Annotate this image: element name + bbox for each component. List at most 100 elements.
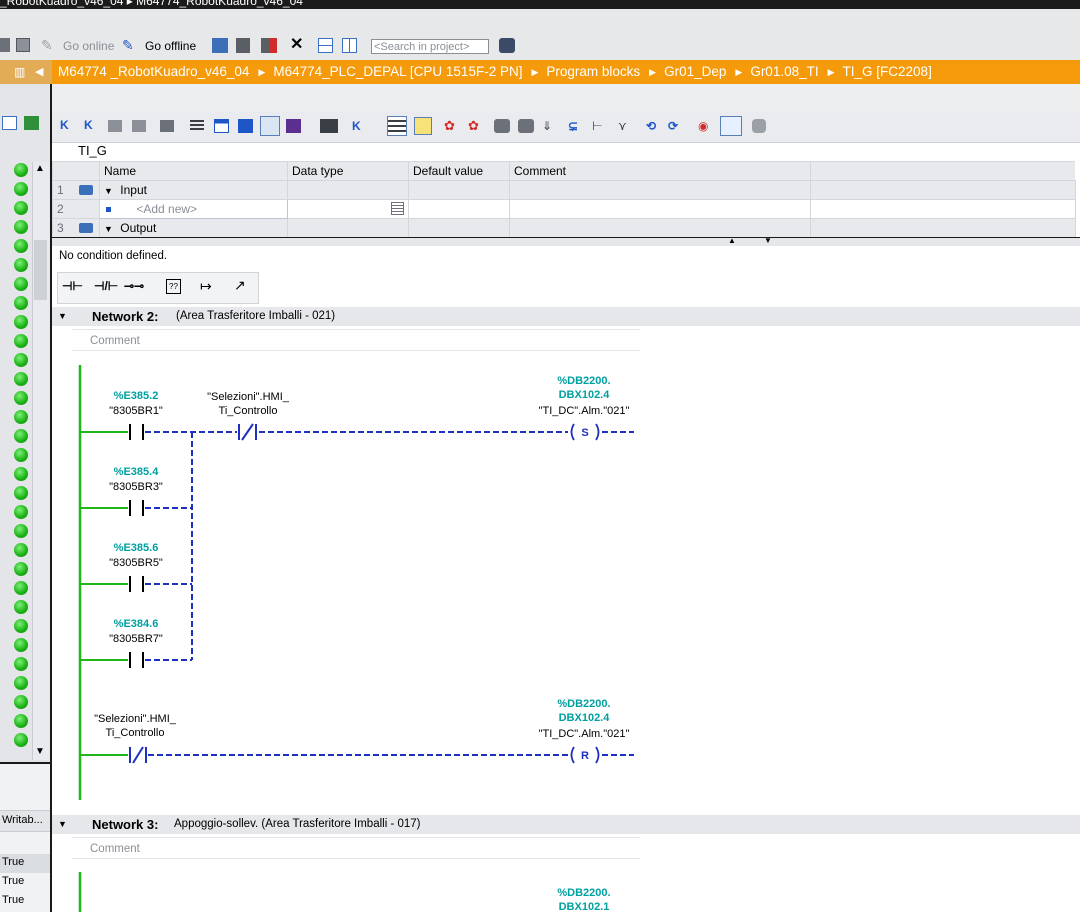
branch-icon[interactable] xyxy=(160,120,174,132)
empty-box-icon[interactable]: ?? xyxy=(166,279,181,294)
nc-contact-symbol-cont[interactable]: Ti_Controllo xyxy=(218,405,278,417)
scroll-up-icon[interactable]: ▲ xyxy=(35,163,45,174)
column-header-data-type[interactable]: Data type xyxy=(287,161,409,181)
go-online-button[interactable]: Go online xyxy=(63,39,115,53)
monitoring-toggle-icon[interactable] xyxy=(720,116,742,136)
monitor-icon[interactable]: ⊊ xyxy=(568,119,579,133)
open-branch-icon[interactable]: ↦ xyxy=(200,278,212,294)
contact-address[interactable]: %E385.4 xyxy=(113,466,159,478)
coil-symbol[interactable]: "TI_DC".Alm."021" xyxy=(538,728,630,740)
column-header-default[interactable]: Default value xyxy=(408,161,510,181)
display-format-icon[interactable]: K xyxy=(352,119,361,133)
return-icon[interactable]: ⟳ xyxy=(668,119,679,133)
column-header-name[interactable]: Name xyxy=(99,161,288,181)
no-contact-icon[interactable]: ⊣⊢ xyxy=(62,279,83,293)
coil-address-cont[interactable]: DBX102.4 xyxy=(558,712,610,724)
expand-icon[interactable]: ▼ xyxy=(104,224,113,234)
coil-address-cont[interactable]: DBX102.1 xyxy=(558,901,610,913)
interface-row[interactable]: 3 ▼ Output xyxy=(52,218,1076,238)
network-header[interactable]: ▼ Network 3: Appoggio-sollev. (Area Tras… xyxy=(52,815,1080,834)
split-vertical-icon[interactable] xyxy=(342,38,357,53)
favorites-icon[interactable] xyxy=(286,119,301,133)
jump-icon[interactable]: ⟲ xyxy=(646,119,657,133)
coil-address[interactable]: %DB2200. xyxy=(557,887,611,899)
chevron-left-icon[interactable]: ◀ xyxy=(35,66,44,78)
go-offline-button[interactable]: Go offline xyxy=(145,39,197,53)
print-icon[interactable] xyxy=(16,38,30,52)
contact-address[interactable]: %E385.6 xyxy=(113,542,159,554)
scrollbar[interactable]: ▲ ▼ xyxy=(32,162,49,760)
breadcrumb-group[interactable]: Gr01_Dep xyxy=(664,64,727,79)
breadcrumb-subgroup[interactable]: Gr01.08_TI xyxy=(750,64,819,79)
network-title[interactable]: (Area Trasferitore Imballi - 021) xyxy=(176,310,336,322)
insert-row-icon[interactable] xyxy=(108,120,122,132)
contact-address[interactable]: %E384.6 xyxy=(113,618,159,630)
search-binoculars-icon[interactable] xyxy=(499,38,515,53)
watch-icon[interactable] xyxy=(518,119,534,133)
collapse-icon[interactable]: ▼ xyxy=(58,819,67,829)
database-icon[interactable] xyxy=(752,119,766,133)
network-comment[interactable]: Comment xyxy=(72,837,640,859)
column-header-writable[interactable]: Writab... xyxy=(2,814,43,826)
contact-symbol[interactable]: "8305BR5" xyxy=(109,557,163,569)
network-header[interactable]: ▼ Network 2: (Area Trasferitore Imballi … xyxy=(52,307,1080,326)
network-title[interactable]: Appoggio-sollev. (Area Trasferitore Imba… xyxy=(174,818,421,830)
coil-symbol[interactable]: "TI_DC".Alm."021" xyxy=(538,405,630,417)
collapse-up-icon[interactable]: ▲ xyxy=(728,236,736,245)
splitter-bar[interactable]: ▲ ▼ xyxy=(52,236,1080,246)
coil-address[interactable]: %DB2200. xyxy=(557,375,611,387)
coil-icon[interactable]: ⊸⊸ xyxy=(124,279,145,293)
insert-network-icon[interactable]: K xyxy=(60,118,69,132)
reset-contact-symbol-cont[interactable]: Ti_Controllo xyxy=(105,727,165,739)
table-view-icon[interactable] xyxy=(2,116,17,130)
search-input[interactable]: <Search in project> xyxy=(371,39,489,54)
next-error-icon[interactable]: ✿ xyxy=(468,118,479,133)
highlight-icon[interactable] xyxy=(414,117,432,135)
append-row-icon[interactable] xyxy=(132,120,146,132)
wire-icon[interactable]: ⊢ xyxy=(592,119,603,133)
scroll-down-icon[interactable]: ▼ xyxy=(35,746,45,757)
add-new-field[interactable]: <Add new> xyxy=(136,202,198,216)
contact-symbol[interactable]: "8305BR7" xyxy=(109,633,163,645)
expand-icon[interactable]: ▼ xyxy=(104,186,113,196)
contact-symbol[interactable]: "8305BR3" xyxy=(109,481,163,493)
breakpoint-icon[interactable]: ◉ xyxy=(698,119,709,133)
close-branch-icon[interactable]: ↗ xyxy=(234,277,246,293)
contact-address[interactable]: %E385.2 xyxy=(113,390,159,402)
column-header-comment[interactable]: Comment xyxy=(509,161,811,181)
pane-toggle-icon[interactable]: ▥ xyxy=(14,65,26,79)
breadcrumb-block[interactable]: TI_G [FC2208] xyxy=(842,64,932,79)
interface-row[interactable]: 2 <Add new> xyxy=(52,199,1076,219)
go-offline-icon[interactable]: ✎ xyxy=(122,37,134,53)
comments-toggle-icon[interactable] xyxy=(260,116,280,136)
split-horizontal-icon[interactable] xyxy=(318,38,333,53)
network-comment[interactable]: Comment xyxy=(72,329,640,351)
save-project-icon[interactable] xyxy=(0,38,10,52)
go-to-error-icon[interactable]: ✿ xyxy=(444,118,455,133)
collapse-down-icon[interactable]: ▼ xyxy=(764,236,772,245)
wire-branch-icon[interactable]: ⋎ xyxy=(618,119,627,133)
list-view-icon[interactable] xyxy=(387,116,407,136)
breadcrumb-plc[interactable]: M64774_PLC_DEPAL [CPU 1515F-2 PN] xyxy=(273,64,523,79)
coil-address-cont[interactable]: DBX102.4 xyxy=(558,389,610,401)
accessible-devices-icon[interactable] xyxy=(212,38,228,53)
align-left-icon[interactable] xyxy=(190,120,204,132)
breadcrumb-project[interactable]: M64774 _RobotKuadro_v46_04 xyxy=(58,64,250,79)
nc-contact-symbol[interactable]: "Selezioni".HMI_ xyxy=(207,391,289,403)
absolute-operands-icon[interactable] xyxy=(320,119,338,133)
scroll-thumb[interactable] xyxy=(34,240,47,300)
network-view-icon[interactable] xyxy=(214,119,229,133)
stop-cpu-icon[interactable] xyxy=(261,38,277,53)
cross-reference-icon[interactable]: ✕ xyxy=(290,36,304,53)
nc-contact-icon[interactable]: ⊣/⊢ xyxy=(94,279,119,293)
collapse-icon[interactable]: ▼ xyxy=(58,311,67,321)
compare-icon[interactable] xyxy=(494,119,510,133)
breadcrumb-program-blocks[interactable]: Program blocks xyxy=(546,64,641,79)
reset-contact-symbol[interactable]: "Selezioni".HMI_ xyxy=(94,713,176,725)
go-online-icon[interactable]: ✎ xyxy=(41,37,53,53)
collapse-icon[interactable] xyxy=(238,119,253,133)
contact-symbol[interactable]: "8305BR1" xyxy=(109,405,163,417)
start-simulation-icon[interactable] xyxy=(236,38,250,53)
coil-address[interactable]: %DB2200. xyxy=(557,698,611,710)
data-type-picker-icon[interactable] xyxy=(391,202,404,215)
